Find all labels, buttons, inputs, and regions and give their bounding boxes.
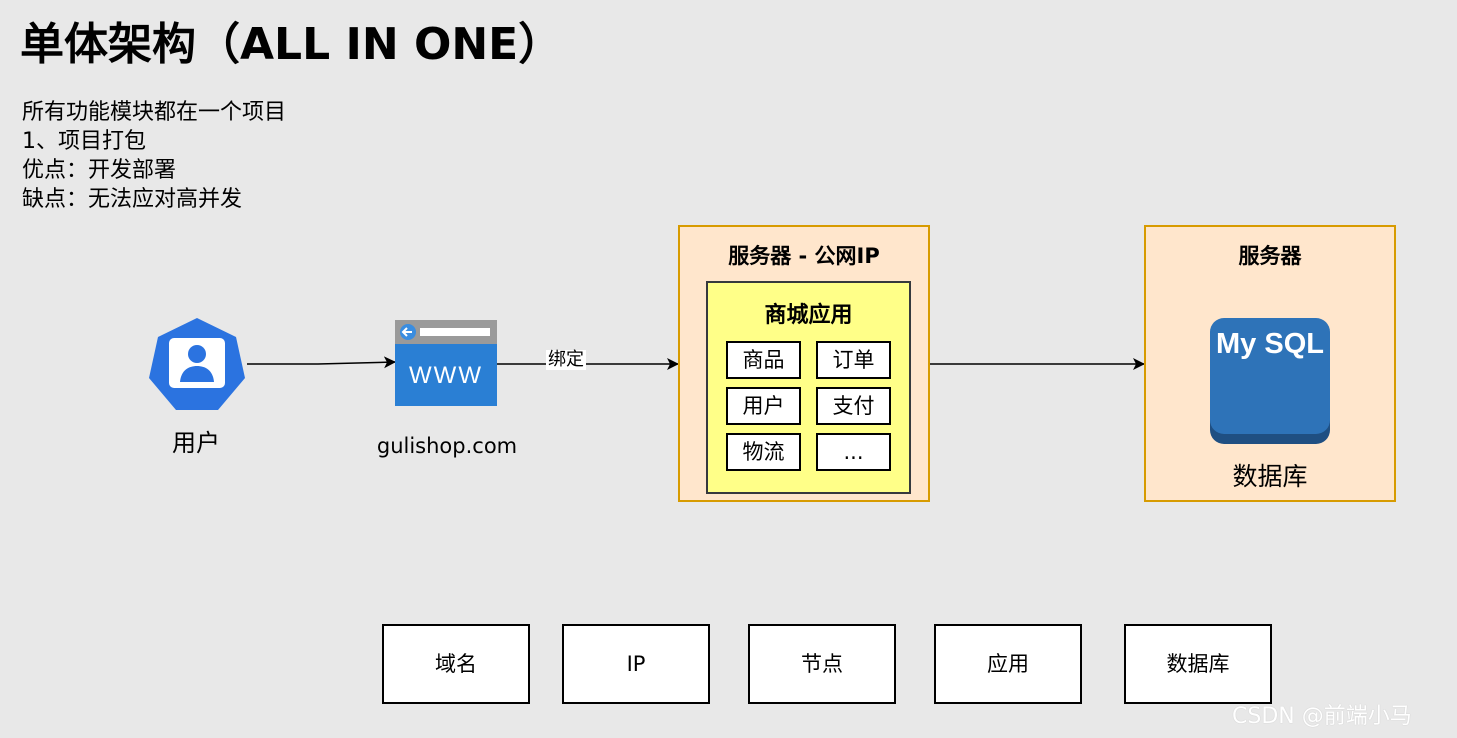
www-icon-text: WWW <box>409 362 483 389</box>
module-orders: 订单 <box>816 341 891 379</box>
module-logistics: 物流 <box>726 433 801 471</box>
module-goods: 商品 <box>726 341 801 379</box>
user-label: 用户 <box>172 429 220 457</box>
db-server: 服务器 My SQL 数据库 <box>1144 225 1396 502</box>
mysql-logo-text: My SQL <box>1216 328 1324 360</box>
module-users: 用户 <box>726 387 801 425</box>
page-title: 单体架构（ALL IN ONE） <box>20 19 563 70</box>
description-line-1: 所有功能模块都在一个项目 <box>22 100 287 125</box>
user-icon <box>148 316 246 412</box>
box-domain: 域名 <box>382 624 530 704</box>
box-application: 应用 <box>934 624 1082 704</box>
domain-label: gulishop.com <box>376 434 518 458</box>
mall-app: 商城应用 商品 订单 用户 支付 物流 ... <box>706 281 911 494</box>
description-line-2: 1、项目打包 <box>22 129 146 154</box>
module-more: ... <box>816 433 891 471</box>
mall-app-title: 商城应用 <box>764 303 853 328</box>
box-node: 节点 <box>748 624 896 704</box>
app-server-title: 服务器 - 公网IP <box>728 244 880 268</box>
description-line-4: 缺点：无法应对高并发 <box>22 187 243 212</box>
db-server-title: 服务器 <box>1238 244 1302 268</box>
browser-www-icon: WWW <box>395 320 497 406</box>
mysql-icon: My SQL <box>1210 318 1330 444</box>
app-server: 服务器 - 公网IP 商城应用 商品 订单 用户 支付 物流 ... <box>678 225 930 502</box>
description-line-3: 优点：开发部署 <box>22 158 177 183</box>
bind-label: 绑定 <box>546 349 586 370</box>
description: 所有功能模块都在一个项目 1、项目打包 优点：开发部署 缺点：无法应对高并发 <box>22 98 286 214</box>
db-label: 数据库 <box>1232 462 1308 491</box>
module-payment: 支付 <box>816 387 891 425</box>
box-database: 数据库 <box>1124 624 1272 704</box>
box-ip: IP <box>562 624 710 704</box>
watermark: CSDN @前端小马 <box>1232 704 1412 729</box>
edge-user-to-domain <box>247 356 396 369</box>
